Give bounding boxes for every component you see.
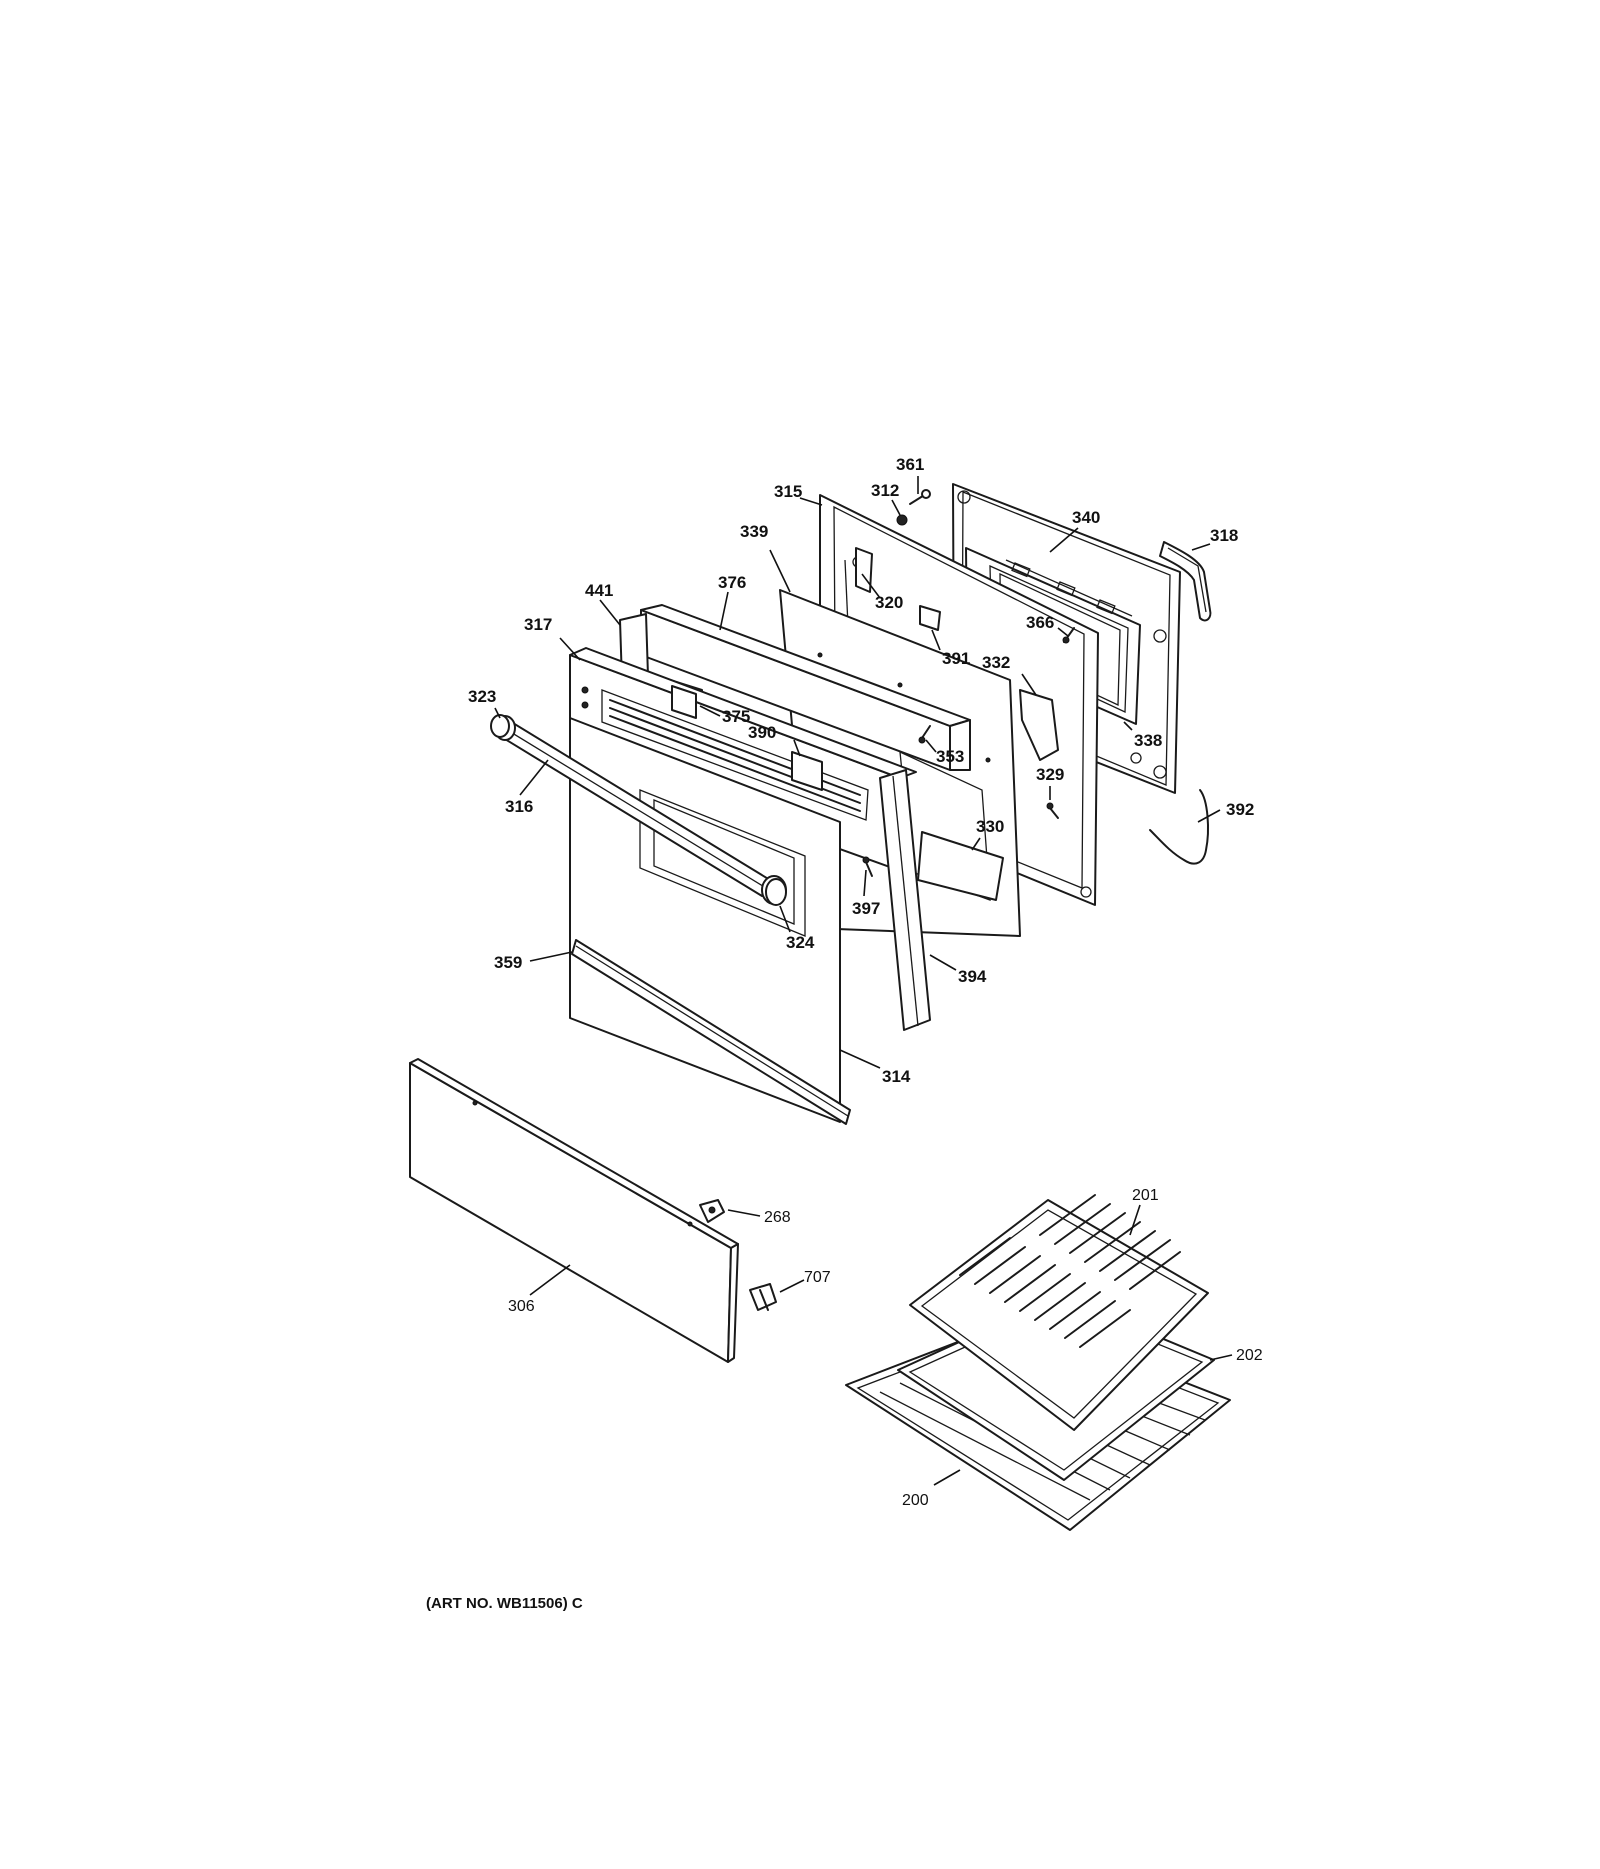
callout-320: 320: [875, 593, 903, 612]
callout-324: 324: [786, 933, 815, 952]
callout-201: 201: [1132, 1187, 1159, 1204]
callout-318: 318: [1210, 526, 1238, 545]
callout-359: 359: [494, 953, 522, 972]
bracket-390: [791, 751, 823, 791]
hinge-375: [671, 685, 697, 719]
callout-306: 306: [508, 1298, 535, 1315]
callout-314: 314: [882, 1067, 911, 1086]
glide-707: [749, 1283, 777, 1311]
screw-366: [1062, 627, 1075, 644]
callout-376: 376: [718, 573, 746, 592]
callout-323: 323: [468, 687, 496, 706]
callout-353: 353: [936, 747, 964, 766]
callout-200: 200: [902, 1492, 929, 1509]
callout-330: 330: [976, 817, 1004, 836]
screw-397: [862, 856, 873, 877]
glide-268: [699, 1199, 725, 1223]
end-cap-323: [490, 714, 510, 738]
bottom-trim-359: [571, 939, 851, 1125]
callout-316: 316: [505, 797, 533, 816]
gasket-392: [1149, 789, 1209, 865]
drawer-panel-306: [409, 1058, 739, 1363]
bracket-332: [1019, 689, 1059, 761]
gasket-318: [1159, 541, 1212, 622]
callout-340: 340: [1072, 508, 1100, 527]
art-number: (ART NO. WB11506) C: [426, 1595, 583, 1612]
screw-361: [909, 489, 931, 505]
callout-375: 375: [722, 707, 750, 726]
leader-lines: [494, 476, 1233, 1486]
callout-332: 332: [982, 653, 1010, 672]
window-glass-330: [917, 831, 1004, 901]
callout-labels: 361 312 315 340 318 339 320 441 376 366 …: [468, 455, 1263, 1509]
clip-391: [919, 605, 941, 631]
callout-397: 397: [852, 899, 880, 918]
washer-312: [896, 514, 908, 526]
callout-268: 268: [764, 1209, 791, 1226]
callout-707: 707: [804, 1269, 831, 1286]
callout-391: 391: [942, 649, 970, 668]
callout-366: 366: [1026, 613, 1054, 632]
callout-202: 202: [1236, 1347, 1263, 1364]
callout-392: 392: [1226, 800, 1254, 819]
screw-329: [1046, 802, 1059, 819]
callout-315: 315: [774, 482, 802, 501]
callout-329: 329: [1036, 765, 1064, 784]
side-trim-394: [879, 769, 931, 1031]
callout-390: 390: [748, 723, 776, 742]
broiler-grid-201: [909, 1194, 1209, 1431]
grid-slots: [959, 1194, 1181, 1348]
screw-353: [918, 725, 931, 744]
callout-339: 339: [740, 522, 768, 541]
callout-394: 394: [958, 967, 987, 986]
callout-317: 317: [524, 615, 552, 634]
callout-338: 338: [1134, 731, 1162, 750]
callout-312: 312: [871, 481, 899, 500]
callout-361: 361: [896, 455, 924, 474]
end-cap-324: [765, 878, 787, 906]
callout-441: 441: [585, 581, 613, 600]
